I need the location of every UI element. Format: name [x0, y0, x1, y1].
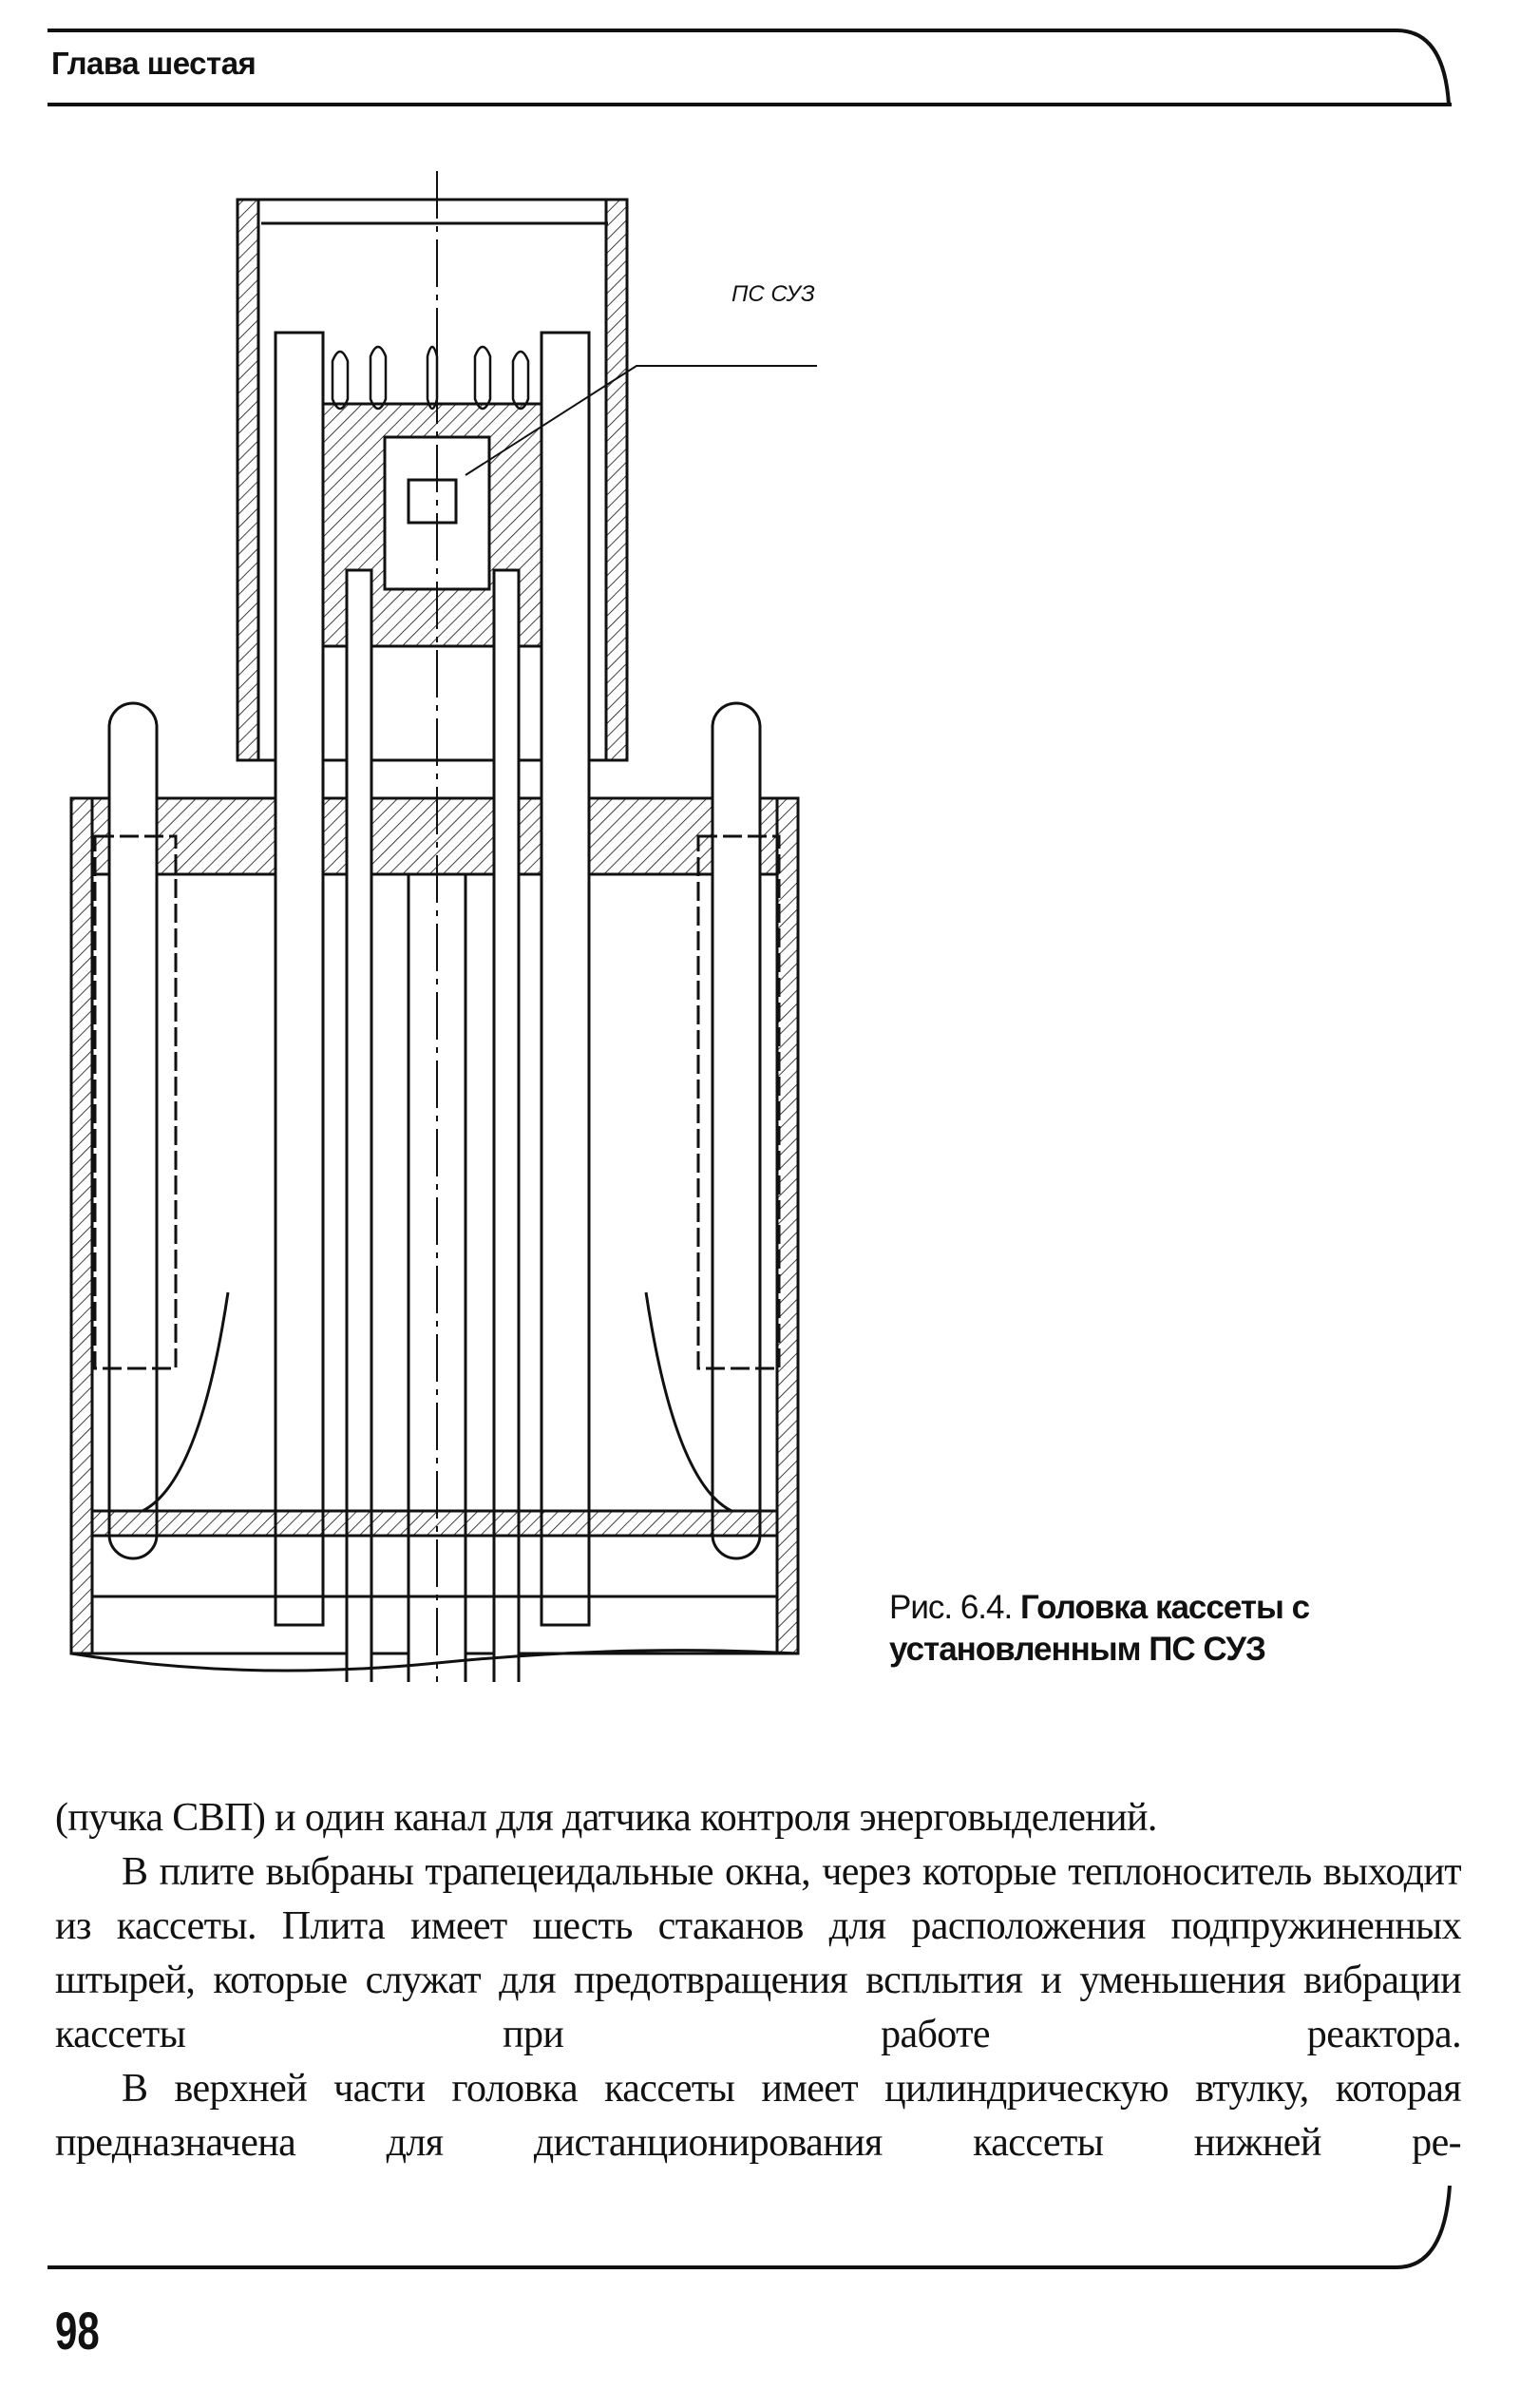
paragraph: В верхней части головка кассеты имеет ци… — [55, 2067, 1462, 2165]
figure-label-ps-suz: ПС СУЗ — [732, 281, 815, 307]
cassette-head-drawing — [69, 171, 817, 1682]
caption-number: Рис. 6.4. — [889, 1589, 1013, 1626]
figure-caption: Рис. 6.4. Головка кассеты с установленны… — [889, 1587, 1478, 1671]
caption-text: Головка кассеты с установленным ПС СУЗ — [889, 1589, 1310, 1668]
chapter-title: Глава шестая — [51, 46, 256, 81]
footer-frame — [48, 2186, 1452, 2269]
page-number: 98 — [55, 2301, 100, 2360]
body-text: (пучка СВП) и один канал для датчика кон… — [55, 1791, 1462, 2170]
header-frame — [48, 29, 1452, 106]
paragraph: (пучка СВП) и один канал для датчика кон… — [55, 1796, 1157, 1840]
paragraph: В плите выбраны трапецеидальные окна, че… — [55, 1850, 1462, 2056]
